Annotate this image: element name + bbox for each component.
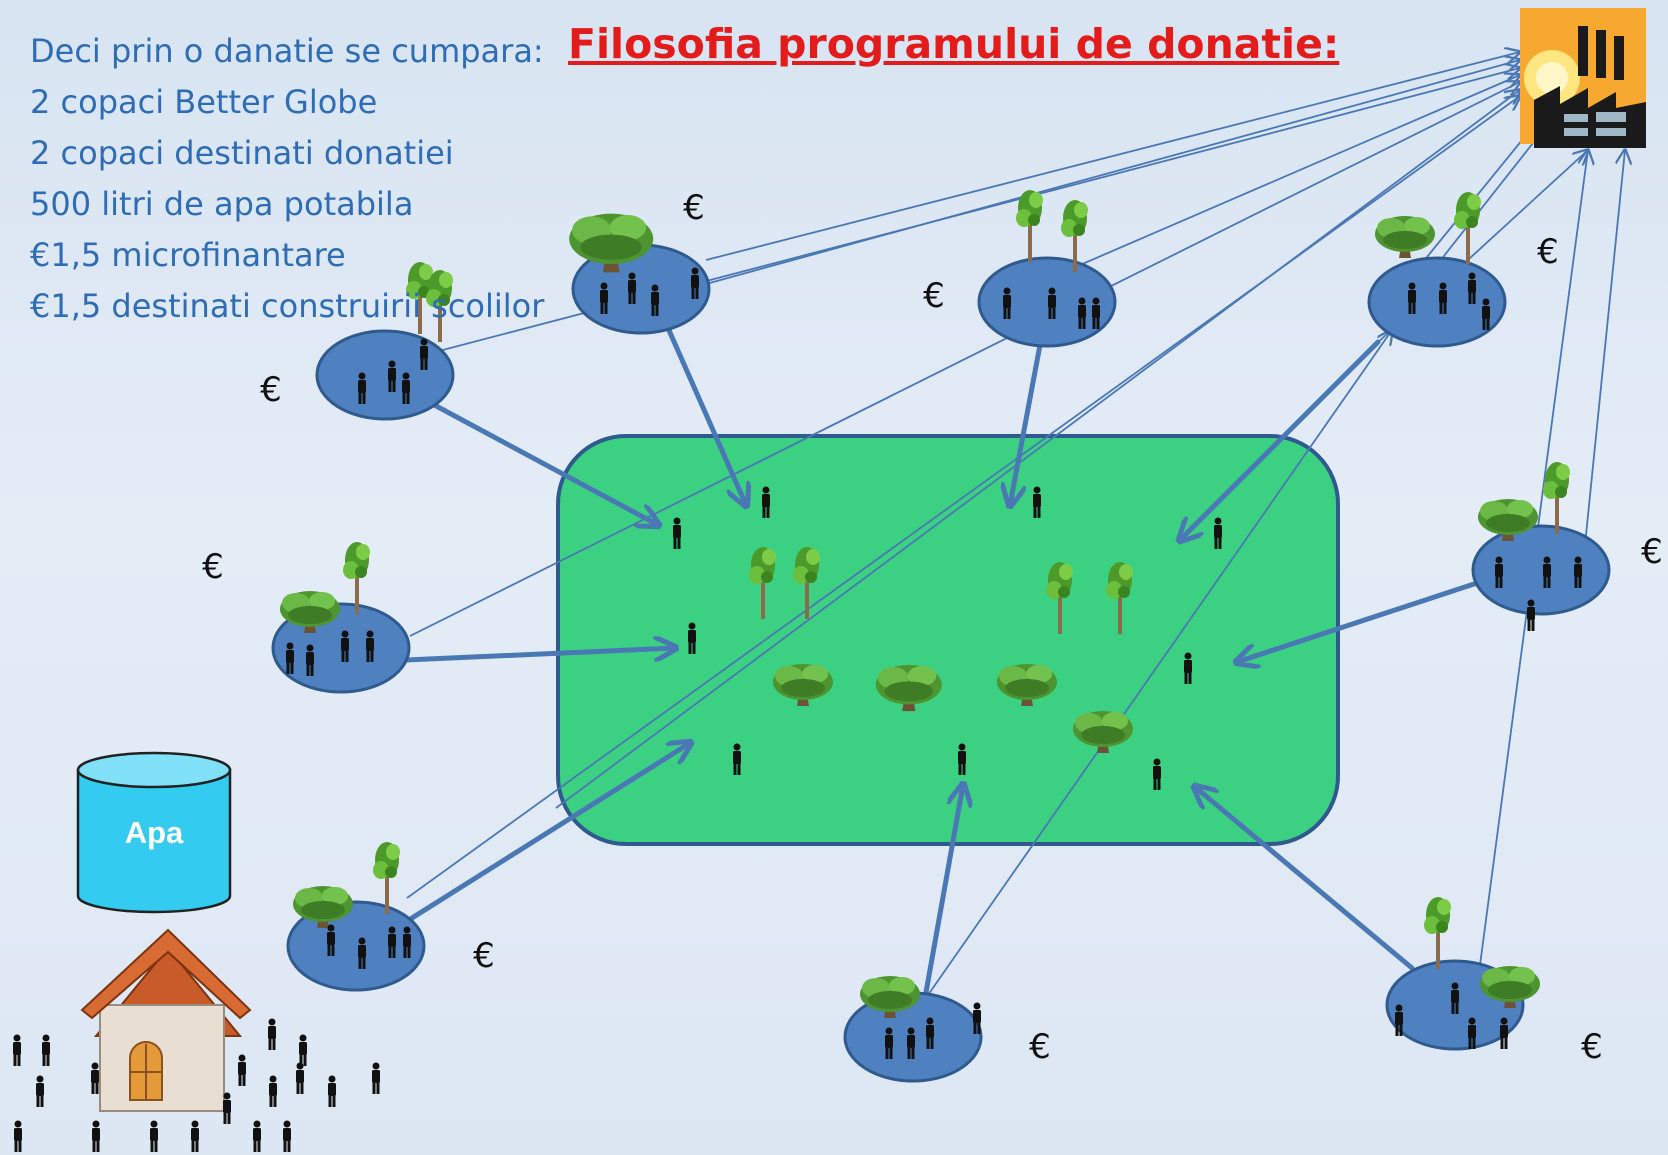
- euro-sign: €: [202, 547, 224, 587]
- donor-group-5: [271, 542, 411, 694]
- euro-sign: €: [1581, 1027, 1603, 1067]
- water-tank-label: Apa: [124, 815, 184, 850]
- intro-line: Deci prin o danatie se cumpara:: [30, 32, 544, 70]
- donor-group-4: [1367, 192, 1507, 348]
- donor-group-2: [569, 213, 711, 335]
- euro-sign: €: [1029, 1027, 1051, 1067]
- intro-line: 500 litri de apa potabila: [30, 185, 414, 223]
- euro-sign: €: [260, 370, 282, 410]
- factory-icon: [1520, 8, 1646, 148]
- donor-group-8: [843, 976, 983, 1083]
- factory-arrows: [406, 52, 1625, 996]
- intro-line: 2 copaci Better Globe: [30, 83, 378, 121]
- page-title: Filosofia programului de donatie:: [568, 20, 1340, 68]
- house-icon: [80, 928, 252, 1112]
- donor-group-3: [977, 190, 1117, 348]
- euro-sign: €: [923, 276, 945, 316]
- donor-group-9: [1385, 897, 1540, 1051]
- water-tank-icon: [76, 751, 232, 914]
- donation-arrows: [403, 325, 1480, 1001]
- plantation-area: [556, 434, 1340, 846]
- intro-line: €1,5 microfinantare: [30, 236, 346, 274]
- euro-sign: €: [683, 188, 705, 228]
- intro-list: Deci prin o danatie se cumpara: 2 copaci…: [30, 26, 544, 332]
- donor-group-6: [1471, 462, 1611, 631]
- intro-line: 2 copaci destinati donatiei: [30, 134, 454, 172]
- euro-sign: €: [473, 936, 495, 976]
- donor-group-7: [286, 842, 426, 992]
- euro-sign: €: [1537, 232, 1559, 272]
- donor-group-1: [315, 262, 455, 421]
- euro-sign: €: [1641, 532, 1663, 572]
- intro-line: €1,5 destinati construirii scolilor: [30, 287, 545, 325]
